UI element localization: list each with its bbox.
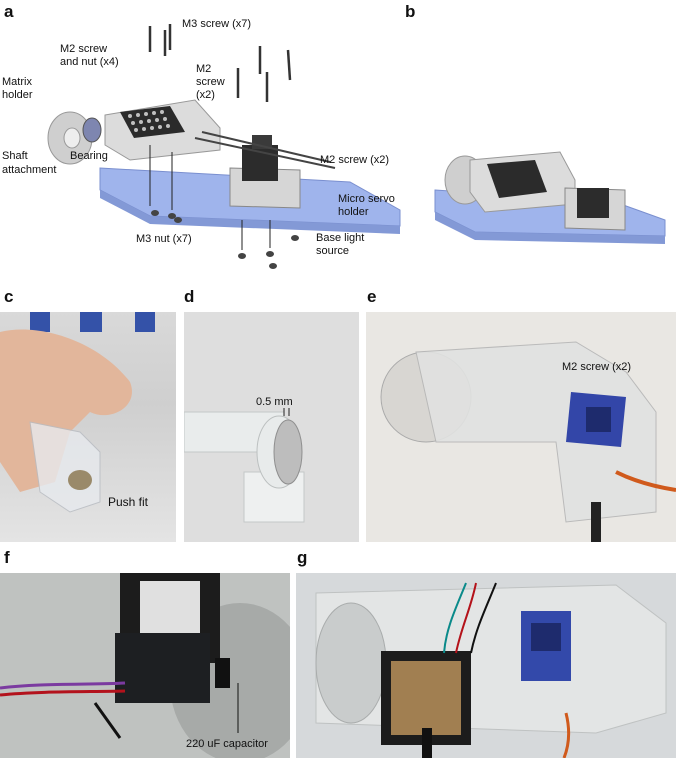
- label-bearing: Bearing: [70, 150, 108, 162]
- assembled-device-diagram: [434, 151, 666, 244]
- label-shaft-line1: Shaft: [2, 150, 28, 162]
- label-matrix-holder-line2: holder: [2, 89, 33, 101]
- label-gap: 0.5 mm: [256, 396, 293, 408]
- label-capacitor: 220 uF capacitor: [186, 738, 268, 750]
- panel-letter-f: f: [4, 548, 10, 567]
- label-matrix-holder-line1: Matrix: [2, 76, 32, 88]
- panel-letter-b: b: [405, 2, 416, 21]
- label-micro-servo-line2: holder: [338, 206, 369, 218]
- panel-letter-e: e: [367, 287, 377, 306]
- photo-servo-mount: M2 screw (x2): [366, 312, 676, 542]
- label-micro-servo-line1: Micro servo: [338, 193, 395, 205]
- label-e-m2-screw: M2 screw (x2): [562, 361, 632, 373]
- label-m2-screw-x2-a-line2: screw: [196, 76, 225, 88]
- label-m3-nut: M3 nut (x7): [136, 233, 192, 245]
- panel-letter-a: a: [4, 2, 14, 21]
- label-push-fit: Push fit: [108, 495, 149, 509]
- label-base-light-line1: Base light: [316, 232, 365, 244]
- panel-letter-c: c: [4, 287, 14, 306]
- photo-bearing-gap: 0.5 mm: [184, 312, 359, 542]
- bearing-part: [82, 117, 102, 143]
- label-m2-screw-x2-b: M2 screw (x2): [320, 154, 390, 166]
- label-m2-screw-nut-line1: M2 screw: [60, 43, 108, 55]
- panel-letter-d: d: [184, 287, 195, 306]
- label-m2-screw-x2-a-line1: M2: [196, 63, 212, 75]
- label-m2-screw-x2-a-line3: (x2): [196, 89, 215, 101]
- photo-capacitor: 220 uF capacitor: [0, 573, 290, 758]
- label-base-light-line2: source: [316, 245, 350, 257]
- photo-led-matrix: [296, 573, 676, 758]
- panel-letter-g: g: [297, 548, 308, 567]
- label-m2-screw-nut-line2: and nut (x4): [60, 56, 119, 68]
- label-shaft-line2: attachment: [2, 164, 57, 176]
- photo-push-fit: Push fit: [0, 312, 176, 542]
- exploded-assembly-diagram: [47, 24, 401, 269]
- label-m3-screw: M3 screw (x7): [182, 18, 252, 30]
